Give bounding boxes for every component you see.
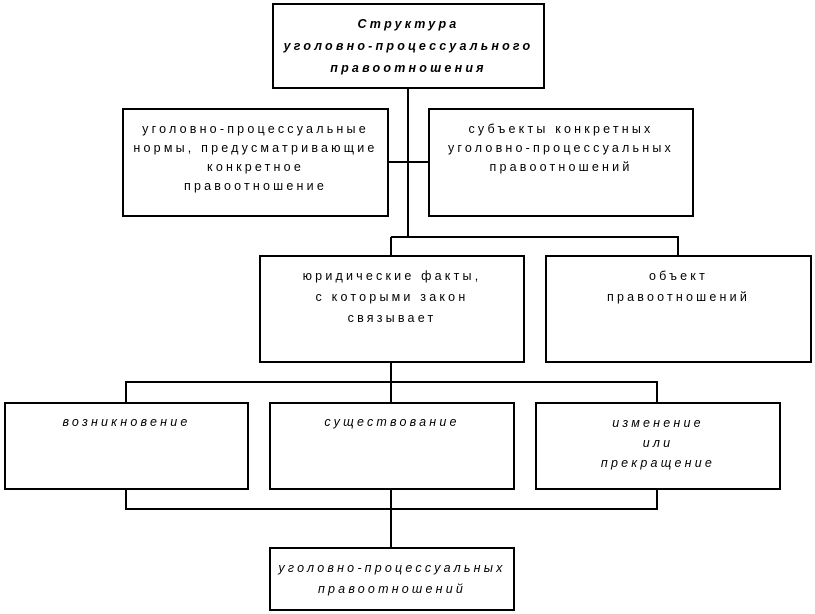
- change-termination-box: изменение или прекращение: [535, 402, 781, 490]
- existence-box: существование: [269, 402, 515, 490]
- box-line: правоотношений: [317, 582, 467, 596]
- box-line: уголовно-процессуальных: [447, 141, 674, 155]
- box-line: правоотношений: [489, 160, 633, 174]
- legal-facts-box: юридические факты, с которыми закон связ…: [259, 255, 525, 363]
- title-box: Структура уголовно-процессуального право…: [272, 3, 545, 89]
- box-line: юридические факты,: [302, 269, 482, 283]
- box-line: правоотношение: [184, 179, 327, 193]
- box-line: уголовно-процессуальных: [278, 561, 506, 575]
- box-line: правоотношений: [606, 290, 751, 304]
- subjects-box: субъекты конкретных уголовно-процессуаль…: [428, 108, 694, 217]
- box-line: прекращение: [600, 456, 716, 470]
- box-line: связывает: [347, 311, 437, 325]
- box-line: субъекты конкретных: [468, 122, 654, 136]
- box-line: или: [642, 436, 674, 450]
- box-line: изменение: [612, 416, 704, 430]
- box-line: объект: [649, 269, 708, 283]
- emergence-box: возникновение: [4, 402, 249, 490]
- norms-box: уголовно-процессуальные нормы, предусмат…: [122, 108, 389, 217]
- box-line: с которыми закон: [315, 290, 469, 304]
- box-line: нормы, предусматривающие: [133, 141, 378, 155]
- object-box: объект правоотношений: [545, 255, 812, 363]
- box-line: существование: [324, 415, 460, 429]
- box-line: уголовно-процессуальные: [142, 122, 369, 136]
- box-line: конкретное: [207, 160, 304, 174]
- box-line: возникновение: [62, 415, 191, 429]
- result-box: уголовно-процессуальных правоотношений: [269, 547, 515, 611]
- title-line: уголовно-процессуального: [283, 39, 534, 53]
- title-line: правоотношения: [330, 61, 487, 75]
- title-line: Структура: [357, 17, 460, 31]
